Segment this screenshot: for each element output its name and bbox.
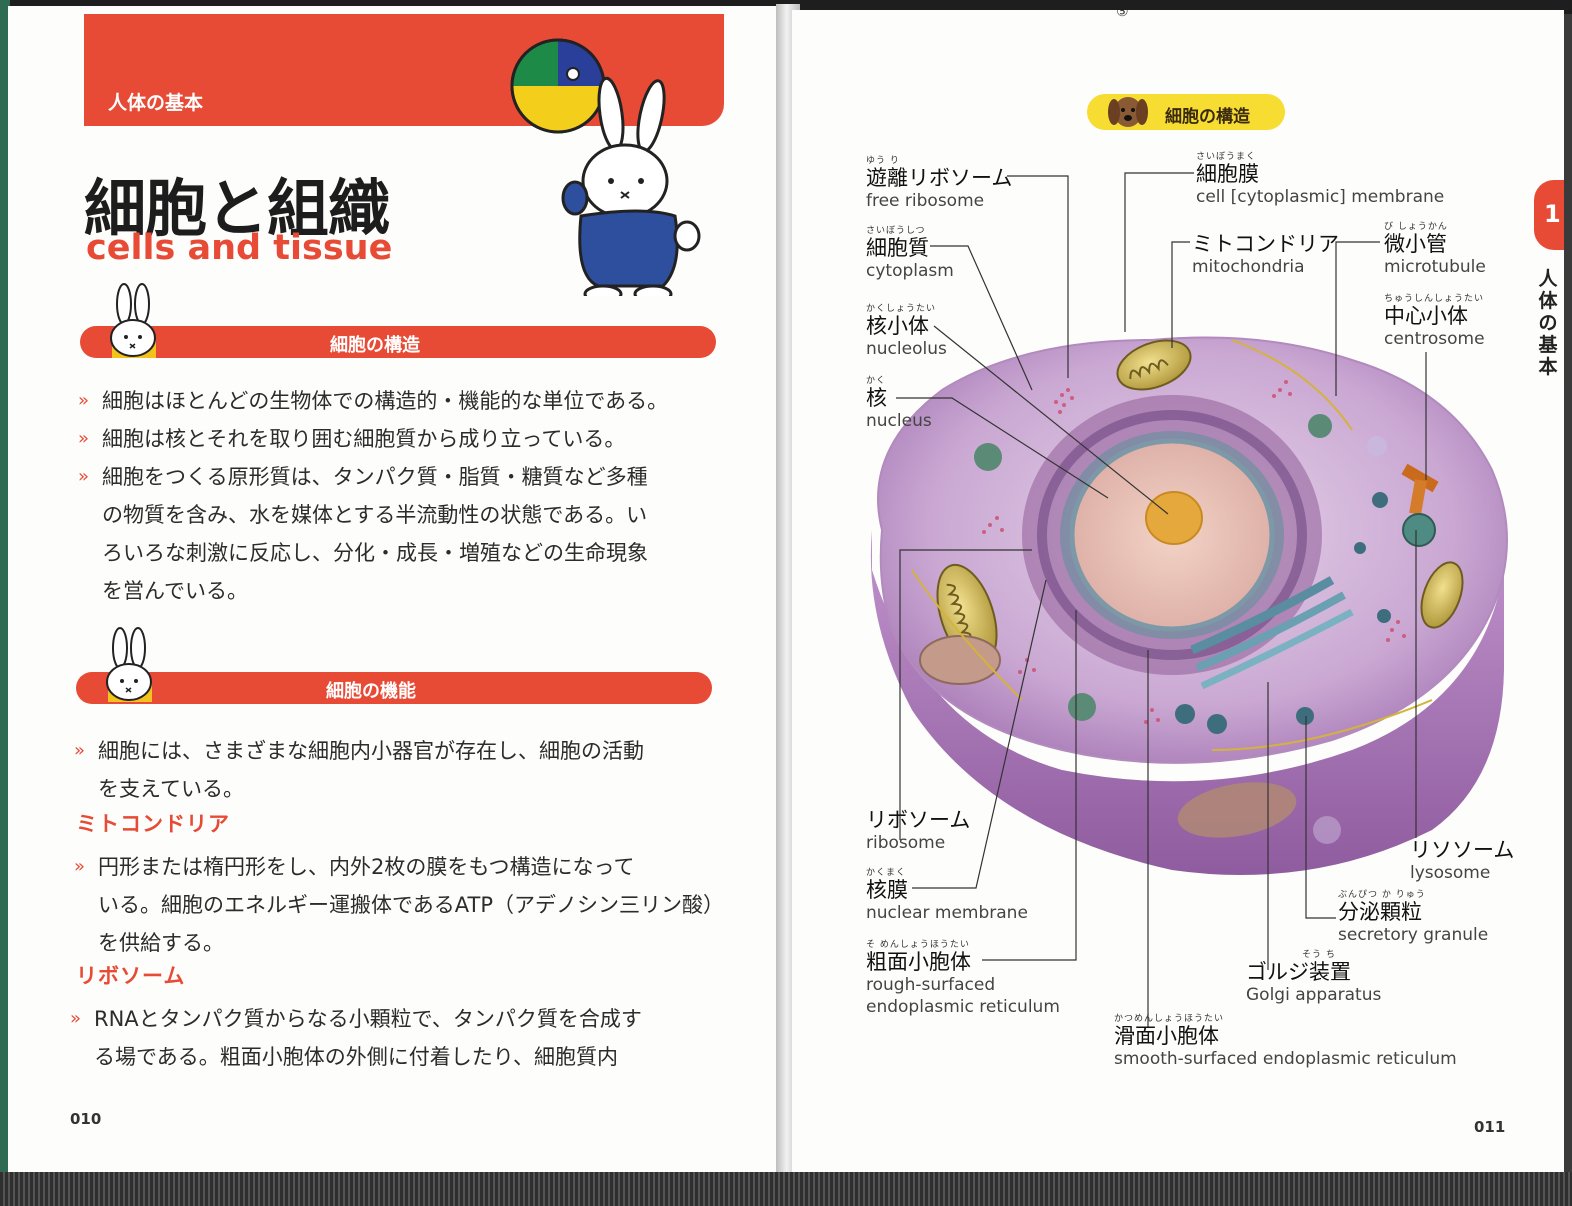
leader-lines <box>896 172 1427 1028</box>
bullet-continuation: の物質を含み、水を媒体とする半流動性の状態である。い ろいろな刺激に反応し、分化… <box>102 503 648 603</box>
cover-edge <box>0 0 10 1206</box>
page-number: 010 <box>70 1110 102 1128</box>
golgi-shape <box>1190 576 1335 655</box>
secretory-granule-shape <box>1296 707 1314 725</box>
label-secretory-granule: ぶんぴつ か りゅう 分泌顆粒 secretory granule <box>1338 890 1489 945</box>
nucleolus-shape <box>1145 491 1203 545</box>
centrosome-shape <box>1401 463 1439 515</box>
mitochondrion-shape <box>1116 339 1192 391</box>
section-header-structure: 細胞の構造 <box>80 326 716 358</box>
page-title: 細胞と組織 <box>84 172 390 245</box>
miffy-illustration <box>510 38 701 296</box>
label-nucleus: かく 核 nucleus <box>866 376 932 431</box>
term-ribosome: リボソーム <box>76 964 186 988</box>
ribosome-description: RNAとタンパク質からなる小顆粒で、タンパク質を合成する場である。粗面小胞体の外… <box>70 1000 760 1076</box>
page-top-mark: ⑤ <box>1116 10 1129 20</box>
bullet-item: 細胞をつくる原形質は、タンパク質・脂質・糖質など多種 <box>78 458 758 496</box>
label-nucleolus: かくしょうたい 核小体 nucleolus <box>866 304 947 359</box>
scan-bottom-edge <box>0 1172 1572 1206</box>
label-ribosome: リボソーム ribosome <box>866 808 971 853</box>
right-page: ⑤ 細胞の構造 1 人体の基本 <box>792 10 1564 1174</box>
bullet-item: 細胞はほとんどの生物体での構造的・機能的な単位である。 <box>78 382 758 420</box>
label-microtubule: び しょうかん 微小管 microtubule <box>1384 222 1486 277</box>
bullet-item: 細胞は核とそれを取り囲む細胞質から成り立っている。 <box>78 420 758 458</box>
label-smooth-er: かつめんしょうほうたい 滑面小胞体 smooth-surfaced endopl… <box>1114 1014 1457 1069</box>
section-tag: 人体の基本 <box>108 92 204 114</box>
label-mitochondria: ミトコンドリア mitochondria <box>1192 232 1339 277</box>
section-badge: 細胞の構造 <box>1087 94 1285 130</box>
label-rough-er: そ めんしょうほうたい 粗面小胞体 rough-surfaced endopla… <box>866 940 1060 1017</box>
ribosome-dots <box>982 380 1406 724</box>
section-heading: 細胞の構造 <box>330 335 420 356</box>
section-heading: 細胞の機能 <box>326 681 416 702</box>
label-cytoplasm: さいぼうしつ 細胞質 cytoplasm <box>866 226 954 281</box>
page-number: 011 <box>1474 1118 1506 1136</box>
cell-diagram <box>870 172 1508 1028</box>
term-mitochondria: ミトコンドリア <box>76 812 230 836</box>
page-title-english: cells and tissue <box>86 228 393 268</box>
beach-ball-icon <box>510 38 606 134</box>
mitochondria-description: 円形または楕円形をし、内外2枚の膜をもつ構造になっている。細胞のエネルギー運搬体… <box>74 848 764 962</box>
dog-icon <box>1108 97 1148 127</box>
section-header-function: 細胞の機能 <box>76 672 712 704</box>
left-page: 人体の基本 細胞と組織 cells and tissue <box>8 6 785 1174</box>
label-cell-membrane: さいぼうまく 細胞膜 cell [cytoplasmic] membrane <box>1196 152 1445 207</box>
chapter-tab: 1 <box>1534 180 1564 250</box>
miffy-head-icon <box>110 283 156 358</box>
miffy-head-icon <box>106 627 152 702</box>
cell-body-side <box>870 530 1504 875</box>
bullet-item: RNAとタンパク質からなる小顆粒で、タンパク質を合成する場である。粗面小胞体の外… <box>70 1000 760 1076</box>
bullet-item: 円形または楕円形をし、内外2枚の膜をもつ構造になっている。細胞のエネルギー運搬体… <box>74 848 764 962</box>
label-free-ribosome: ゆう り 遊離リボソーム free ribosome <box>866 156 1013 211</box>
miffy-icon <box>561 76 701 296</box>
structure-bullets: 細胞はほとんどの生物体での構造的・機能的な単位である。 細胞は核とそれを取り囲む… <box>78 382 758 496</box>
label-lysosome: リソソーム lysosome <box>1410 838 1515 883</box>
label-golgi: そう ち ゴルジ装置 Golgi apparatus <box>1246 950 1382 1005</box>
chapter-tab-text: 人体の基本 <box>1538 268 1558 378</box>
label-nuclear-membrane: かくまく 核膜 nuclear membrane <box>866 868 1028 923</box>
label-centrosome: ちゅうしんしょうたい 中心小体 centrosome <box>1384 294 1485 349</box>
